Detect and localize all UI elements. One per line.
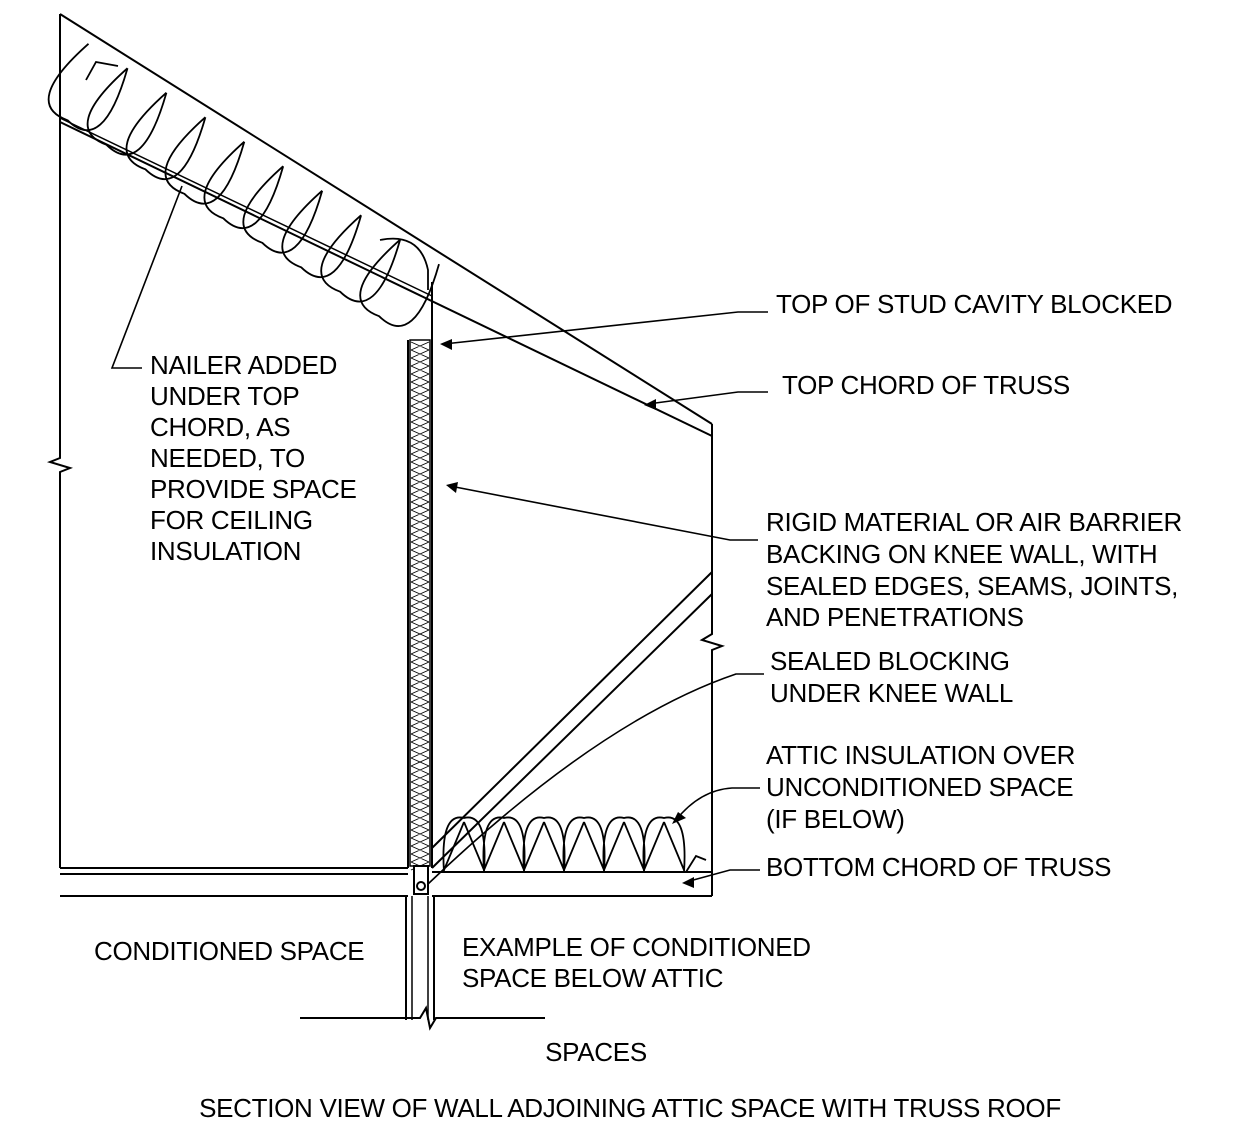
roof-batt-end: [85, 60, 119, 81]
roof-batt-insulation: [47, 43, 440, 327]
label-rigid-material: RIGID MATERIAL OR AIR BARRIER BACKING ON…: [766, 507, 1182, 632]
label-example-conditioned: EXAMPLE OF CONDITIONED SPACE BELOW ATTIC: [462, 932, 811, 993]
label-sealed-blocking-line: UNDER KNEE WALL: [770, 678, 1013, 708]
left-break-line: [46, 14, 74, 868]
label-conditioned-space-line: CONDITIONED SPACE: [94, 936, 364, 966]
leader-lines: [110, 185, 768, 888]
label-nailer-line: INSULATION: [150, 536, 301, 566]
label-bottom-chord-line: BOTTOM CHORD OF TRUSS: [766, 852, 1111, 882]
hatch-strokes: [410, 341, 430, 871]
label-example-conditioned-line: SPACE BELOW ATTIC: [462, 963, 723, 993]
label-conditioned-space: CONDITIONED SPACE: [94, 936, 365, 966]
label-rigid-material-line: AND PENETRATIONS: [766, 602, 1024, 632]
bottom-chord: [60, 865, 712, 897]
label-attic-insulation-line: (IF BELOW): [766, 804, 905, 834]
rigid-backing-hatch: [410, 341, 430, 871]
roof-batt-loops: [47, 43, 440, 327]
label-rigid-material-line: SEALED EDGES, SEAMS, JOINTS,: [766, 571, 1178, 601]
label-bottom-chord: BOTTOM CHORD OF TRUSS: [766, 852, 1112, 882]
right-break-line: [699, 424, 726, 896]
label-nailer-line: FOR CEILING: [150, 505, 313, 535]
label-top-chord-line: TOP CHORD OF TRUSS: [782, 370, 1070, 400]
label-attic-insulation: ATTIC INSULATION OVER UNCONDITIONED SPAC…: [766, 740, 1075, 834]
label-rigid-material-line: RIGID MATERIAL OR AIR BARRIER: [766, 507, 1182, 537]
label-rigid-material-line: BACKING ON KNEE WALL, WITH: [766, 539, 1157, 569]
label-nailer-line: PROVIDE SPACE: [150, 474, 357, 504]
label-example-conditioned-line: EXAMPLE OF CONDITIONED: [462, 932, 811, 962]
roof-batt-end: [379, 237, 429, 290]
caption-subtitle: SPACES: [545, 1037, 647, 1067]
label-nailer-line: UNDER TOP: [150, 381, 299, 411]
label-attic-insulation-line: ATTIC INSULATION OVER: [766, 740, 1075, 770]
attic-floor-insulation: [442, 816, 707, 873]
label-sealed-blocking-line: SEALED BLOCKING: [770, 646, 1010, 676]
label-top-chord: TOP CHORD OF TRUSS: [782, 370, 1070, 400]
truss-web: [431, 571, 713, 869]
label-top-of-stud-line: TOP OF STUD CAVITY BLOCKED: [776, 289, 1172, 319]
label-nailer-line: NAILER ADDED: [150, 350, 337, 380]
label-attic-insulation-line: UNCONDITIONED SPACE: [766, 772, 1073, 802]
knee-wall: [407, 282, 433, 871]
wall-below: [300, 896, 545, 1031]
label-nailer-line: NEEDED, TO: [150, 443, 305, 473]
label-top-of-stud: TOP OF STUD CAVITY BLOCKED: [776, 289, 1173, 319]
label-sealed-blocking: SEALED BLOCKING UNDER KNEE WALL: [770, 646, 1013, 708]
label-nailer-line: CHORD, AS: [150, 412, 290, 442]
label-nailer: NAILER ADDED UNDER TOP CHORD, AS NEEDED,…: [150, 350, 357, 566]
caption-title: SECTION VIEW OF WALL ADJOINING ATTIC SPA…: [199, 1093, 1061, 1123]
floor-batt-loops: [442, 816, 707, 873]
